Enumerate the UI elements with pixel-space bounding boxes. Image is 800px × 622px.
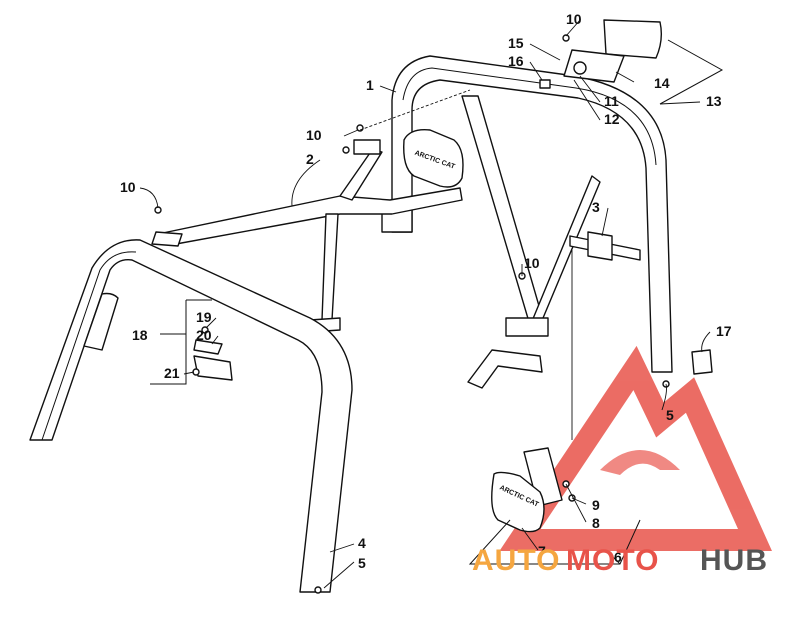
leader-lines	[139, 19, 711, 589]
automotohub-watermark-logo	[499, 345, 772, 551]
label-part-2: 2	[306, 151, 314, 167]
hinge-bracket	[467, 349, 543, 389]
label-part-10-left: 10	[120, 179, 136, 195]
centerline-dashed	[359, 89, 471, 131]
automotohub-watermark-text: AUTO MOTO HUB	[472, 544, 768, 577]
bracket-3	[587, 231, 613, 261]
label-part-5-front: 5	[358, 555, 366, 571]
label-part-5-rear: 5	[666, 407, 674, 423]
label-part-21: 21	[164, 365, 180, 381]
label-part-14: 14	[654, 75, 670, 91]
label-part-15: 15	[508, 35, 524, 51]
label-part-19: 19	[196, 309, 212, 325]
label-part-3: 3	[592, 199, 600, 215]
label-part-20: 20	[196, 327, 212, 343]
label-part-10-taillight: 10	[566, 11, 582, 27]
label-part-7: 7	[538, 543, 546, 559]
label-part-11: 11	[604, 93, 619, 109]
label-part-17: 17	[716, 323, 732, 339]
label-part-12: 12	[604, 111, 620, 127]
watermark-auto: AUTO	[472, 544, 560, 577]
label-part-8: 8	[592, 515, 600, 531]
rear-roll-bar	[381, 55, 673, 373]
part-number-labels: 1 2 3 4 5 5 6 7 8 9 10 10 10 10 11 12 13…	[120, 11, 732, 571]
label-part-10-brace: 10	[306, 127, 322, 143]
front-roll-bar	[29, 239, 353, 593]
mount-bracket-group	[150, 299, 233, 385]
label-part-4: 4	[358, 535, 366, 551]
label-part-1: 1	[366, 77, 374, 93]
watermark-moto: MOTO	[566, 544, 659, 577]
watermark-hub: HUB	[700, 544, 768, 577]
label-part-9: 9	[592, 497, 600, 513]
label-part-16: 16	[508, 53, 524, 69]
label-part-18: 18	[132, 327, 148, 343]
label-part-6: 6	[614, 549, 622, 565]
label-part-10-mid: 10	[524, 255, 540, 271]
decal-17	[691, 349, 713, 375]
label-part-13: 13	[706, 93, 722, 109]
emblem-plate-upper: ARCTIC CAT	[403, 129, 464, 188]
lower-mount-plate: ARCTIC CAT	[468, 447, 641, 565]
taillight-assembly	[539, 19, 724, 105]
